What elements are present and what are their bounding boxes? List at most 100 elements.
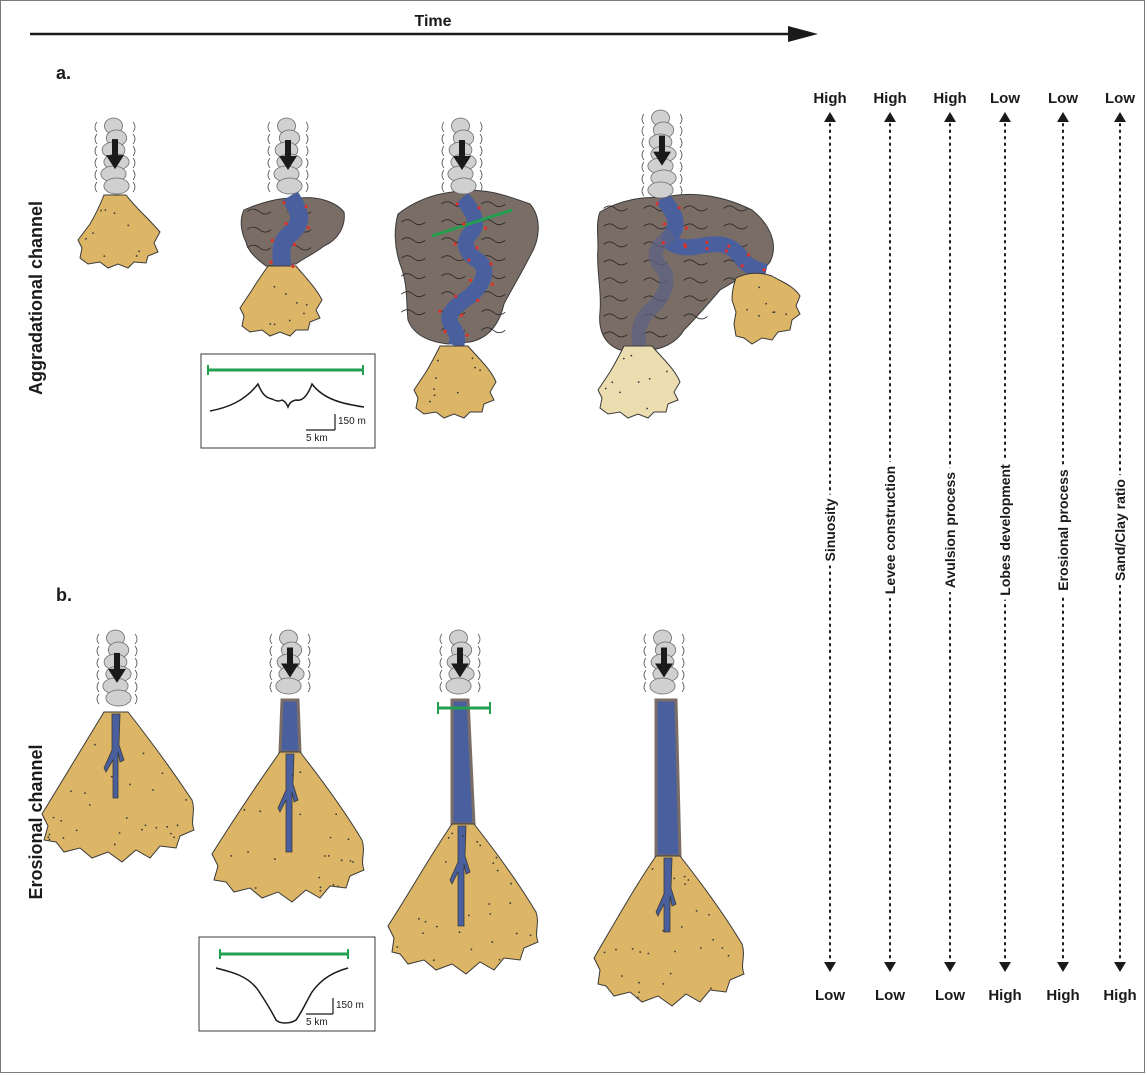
sand-dot bbox=[611, 381, 614, 384]
sand-dot bbox=[269, 323, 272, 325]
trend-bottom-label: High bbox=[988, 987, 1021, 1004]
canyon-blob bbox=[103, 177, 130, 195]
canyon-hatch bbox=[641, 173, 645, 185]
canyon-blob bbox=[450, 177, 477, 195]
sand-dot bbox=[451, 832, 454, 835]
canyon-hatch bbox=[681, 681, 685, 693]
canyon-hatch bbox=[267, 157, 271, 169]
flow-arrow-head bbox=[653, 151, 671, 166]
sand-dot bbox=[141, 828, 143, 831]
sand-dot bbox=[680, 926, 683, 928]
canyon-hatch bbox=[641, 149, 645, 161]
levee-wiggle bbox=[400, 237, 426, 244]
sand-dot bbox=[467, 914, 470, 917]
sand-dot bbox=[332, 883, 335, 886]
sand-dot bbox=[666, 370, 668, 373]
canyon-hatch bbox=[134, 633, 138, 645]
incised-channel bbox=[278, 698, 302, 754]
sand-dot bbox=[758, 286, 761, 289]
trend-name: Lobes development bbox=[997, 464, 1013, 596]
canyon-hatch bbox=[305, 157, 309, 169]
sand-dot bbox=[155, 826, 158, 829]
trend-top-label: Low bbox=[1048, 90, 1078, 107]
canyon-hatch bbox=[96, 633, 100, 645]
sand-dot bbox=[470, 948, 473, 951]
levee-wiggle bbox=[683, 313, 708, 320]
canyon-hatch bbox=[641, 161, 645, 173]
sand-dot bbox=[618, 391, 621, 394]
canyon-head bbox=[96, 629, 138, 707]
sand-dot bbox=[637, 996, 639, 999]
sand-dot bbox=[529, 934, 532, 937]
canyon-hatch bbox=[267, 181, 271, 193]
levee-wiggle bbox=[480, 327, 506, 334]
time-label: Time bbox=[414, 13, 451, 30]
overbank-marker bbox=[477, 206, 481, 210]
levee-complex bbox=[394, 189, 539, 345]
sand-dot bbox=[323, 855, 326, 857]
overbank-marker bbox=[727, 244, 731, 248]
overbank-marker bbox=[462, 222, 466, 226]
levee-wiggle bbox=[603, 313, 628, 320]
sand-dot bbox=[92, 232, 94, 234]
overbank-marker bbox=[282, 201, 286, 205]
canyon-hatch bbox=[679, 149, 683, 161]
sand-dot bbox=[417, 917, 420, 920]
channel bbox=[441, 192, 493, 349]
canyon-hatch bbox=[439, 633, 443, 645]
canyon-hatch bbox=[477, 657, 481, 669]
canyon-hatch bbox=[305, 121, 309, 133]
flow-arrow-shaft bbox=[114, 652, 120, 671]
sand-dot bbox=[489, 912, 492, 915]
sand-dot bbox=[273, 323, 276, 326]
overbank-markers bbox=[269, 201, 310, 268]
sand-dot bbox=[458, 931, 461, 934]
canyon-blob bbox=[276, 177, 303, 195]
sand-dot bbox=[429, 400, 431, 403]
canyon-hatch bbox=[477, 669, 481, 681]
sand-dot bbox=[712, 938, 715, 941]
sand-dot bbox=[103, 255, 106, 258]
levee-wiggle bbox=[480, 237, 506, 244]
canyon-hatch bbox=[96, 693, 100, 705]
inset-box bbox=[200, 353, 376, 449]
sand-dot bbox=[424, 920, 427, 923]
trend-arrow-up bbox=[824, 112, 836, 122]
sand-dot bbox=[113, 212, 116, 215]
canyon-hatch bbox=[681, 657, 685, 669]
levee-wiggle bbox=[440, 255, 466, 262]
canyon-hatch bbox=[679, 173, 683, 185]
canyon-hatch bbox=[643, 681, 647, 693]
sand-stipple bbox=[429, 357, 481, 403]
canyon-hatch bbox=[307, 681, 311, 693]
trend-name: Avulsion process bbox=[942, 472, 958, 588]
canyon-hatch bbox=[441, 169, 445, 181]
sand-dot bbox=[638, 991, 641, 994]
sand-dot bbox=[166, 825, 169, 828]
trend-label-bg bbox=[882, 461, 898, 599]
sand-dot bbox=[435, 925, 438, 928]
flow-arrow-head bbox=[108, 668, 126, 683]
overbank-marker bbox=[454, 294, 458, 298]
levee-wiggle bbox=[246, 244, 272, 251]
sand-dot bbox=[435, 377, 437, 380]
trend-arrow-up bbox=[999, 112, 1011, 122]
sand-dot bbox=[299, 771, 302, 774]
sand-dot bbox=[604, 387, 607, 390]
sand-dot bbox=[299, 813, 302, 816]
sand-dot bbox=[471, 357, 474, 360]
levee-wiggle bbox=[683, 277, 708, 284]
canyon-hatch bbox=[439, 669, 443, 681]
canyon-blob bbox=[275, 677, 302, 695]
canyon-hatch bbox=[96, 645, 100, 657]
flow-arrow-head bbox=[451, 663, 469, 678]
canyon-hatch bbox=[134, 681, 138, 693]
levee-wiggle bbox=[683, 295, 708, 302]
panel-b-letter: b. bbox=[56, 585, 72, 605]
canyon-hatch bbox=[441, 181, 445, 193]
overbank-marker bbox=[292, 242, 296, 247]
trend-label-bg bbox=[1055, 465, 1071, 595]
sand-dot bbox=[461, 835, 464, 837]
